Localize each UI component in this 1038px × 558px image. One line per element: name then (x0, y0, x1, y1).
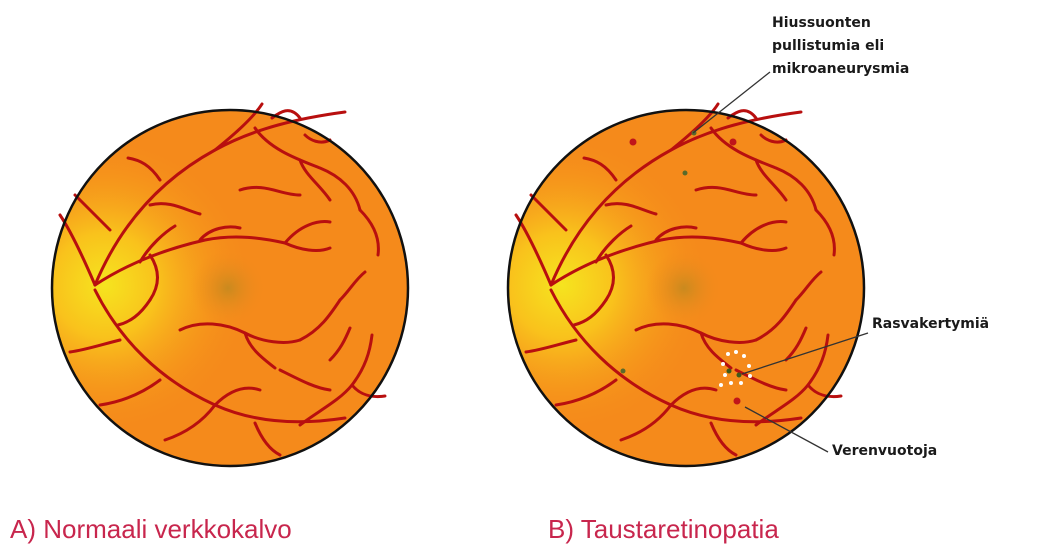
exudate-dot (726, 352, 730, 356)
macula-normal (188, 248, 268, 328)
hemorrhage-annotation: Verenvuotoja (832, 440, 937, 463)
retina-background-retinopathy (508, 104, 864, 466)
exudate-dot (721, 362, 725, 366)
microaneurysm-dot (683, 171, 688, 176)
exudate-dot (742, 354, 746, 358)
macula-b (644, 248, 724, 328)
microaneurysm-dot (727, 369, 732, 374)
hemorrhage-dot (630, 139, 637, 146)
caption-normal-retina: A) Normaali verkkokalvo (10, 514, 292, 545)
hemorrhage-dot (734, 398, 741, 405)
exudate-dot (748, 374, 752, 378)
exudate-dot (719, 383, 723, 387)
retina-normal (52, 104, 408, 466)
exudate-dot (723, 373, 727, 377)
microaneurysm-annotation: Hiussuonten pullistumia eli mikroaneurys… (772, 12, 909, 81)
exudate-dot (747, 364, 751, 368)
exudate-dot (734, 350, 738, 354)
caption-background-retinopathy: B) Taustaretinopatia (548, 514, 779, 545)
microaneurysm-dot (621, 369, 626, 374)
exudate-dot (739, 381, 743, 385)
hemorrhage-dot (730, 139, 737, 146)
microaneurysm-annotation-line: mikroaneurysmia (772, 58, 909, 81)
fat-deposit-annotation: Rasvakertymiä (872, 313, 989, 336)
microaneurysm-dot (737, 373, 742, 378)
exudate-dot (729, 381, 733, 385)
microaneurysm-annotation-line: pullistumia eli (772, 35, 909, 58)
microaneurysm-annotation-line: Hiussuonten (772, 12, 909, 35)
